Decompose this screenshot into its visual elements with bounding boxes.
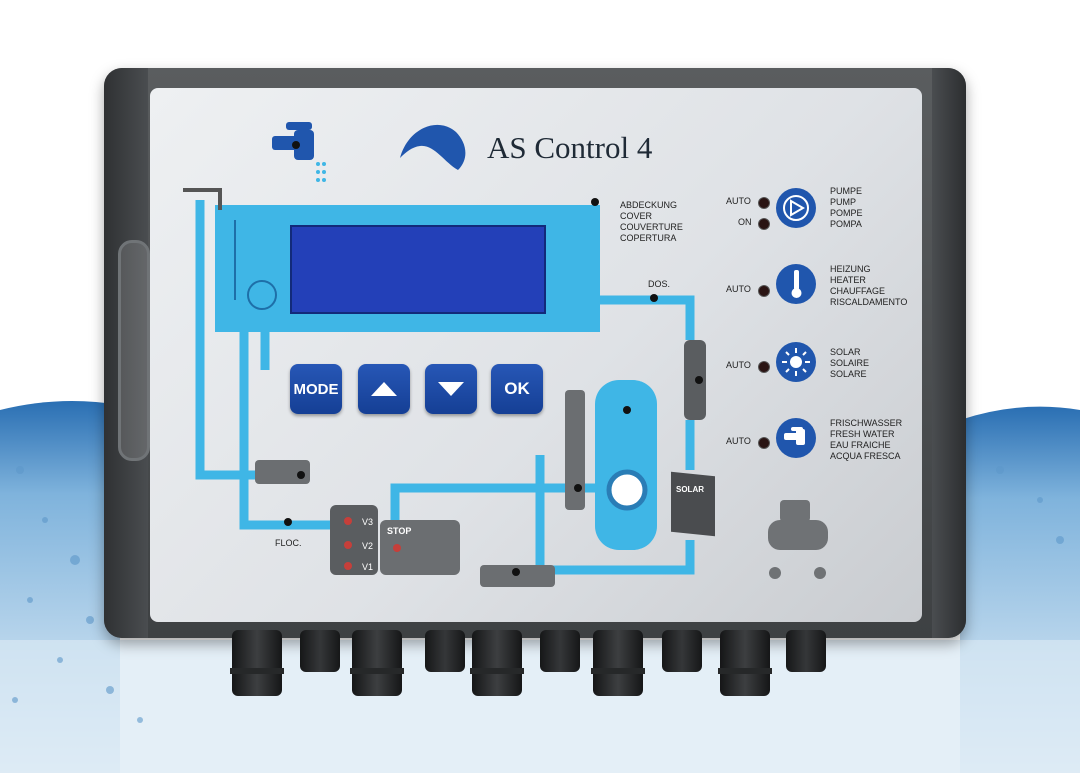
flocculant-label: FLOC. [275, 538, 302, 548]
cable-gland [300, 630, 340, 672]
valve-v1-label: V1 [362, 562, 374, 572]
pump-on-led [758, 218, 770, 230]
valve-v2-label: V2 [362, 541, 374, 551]
cable-gland [662, 630, 702, 672]
lcd-display [290, 225, 546, 314]
pump-on-label: ON [738, 217, 752, 227]
multiport-valve [330, 505, 378, 575]
stop-label: STOP [387, 526, 412, 536]
housing-right-edge [932, 68, 966, 638]
side-handle [118, 240, 150, 461]
pump-icon [776, 188, 816, 228]
solar-panel [671, 471, 715, 537]
cable-gland [540, 630, 580, 672]
solar-panel-label: SOLAR [676, 485, 704, 494]
up-button[interactable] [358, 364, 410, 414]
thermometer-icon [776, 264, 816, 304]
housing-left-edge [104, 68, 148, 638]
heater-auto-label: AUTO [726, 284, 751, 294]
tap-icon [272, 122, 326, 182]
circulation-pump [380, 520, 460, 575]
device-title: AS Control 4 [487, 130, 653, 165]
arrow-down-icon [438, 382, 464, 396]
down-button[interactable] [425, 364, 477, 414]
bypass-valve [565, 390, 585, 510]
valve-v3-label: V3 [362, 517, 374, 527]
solar-auto-label: AUTO [726, 360, 751, 370]
cable-gland [718, 630, 772, 696]
sun-icon [776, 342, 816, 382]
pump-auto-led [758, 197, 770, 209]
compressor-icon [768, 500, 828, 579]
tap-icon [776, 418, 816, 458]
cable-gland [350, 630, 404, 696]
freshwater-auto-label: AUTO [726, 436, 751, 446]
solar-auto-led [758, 361, 770, 373]
filter-tank [595, 380, 657, 550]
cable-gland [230, 630, 284, 696]
arrow-up-icon [371, 382, 397, 396]
freshwater-auto-led [758, 437, 770, 449]
ok-button[interactable]: OK [491, 364, 543, 414]
cable-gland [591, 630, 645, 696]
mode-button[interactable]: MODE [290, 364, 342, 414]
pump-auto-label: AUTO [726, 196, 751, 206]
dosing-label: DOS. [648, 279, 671, 289]
flocculant-dosing-pump [255, 460, 310, 484]
cable-gland [425, 630, 465, 672]
cable-gland [786, 630, 826, 672]
brand-logo-icon [400, 124, 466, 170]
dosing-unit [480, 565, 555, 587]
cable-gland [470, 630, 524, 696]
heater-auto-led [758, 285, 770, 297]
